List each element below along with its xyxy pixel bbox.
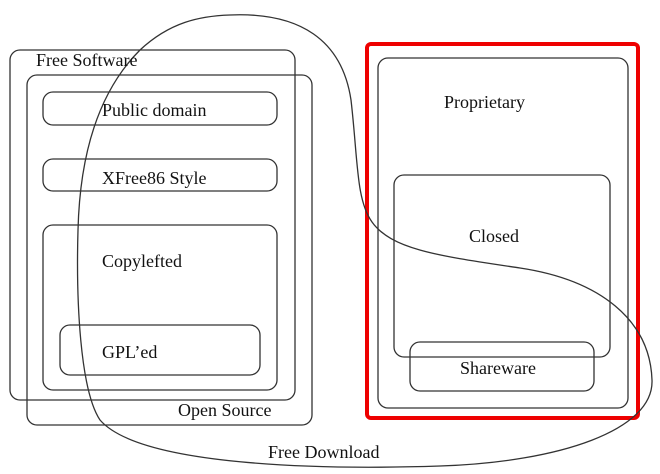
proprietary-label: Proprietary [444, 92, 525, 112]
free-download-label: Free Download [268, 442, 379, 462]
copylefted-label: Copylefted [102, 251, 182, 271]
open-source-label: Open Source [178, 400, 271, 420]
gpled-region [59, 324, 261, 376]
closed-region [393, 174, 611, 358]
shareware-region [409, 341, 595, 392]
xfree86-style-label: XFree86 Style [102, 168, 206, 188]
public-domain-label: Public domain [102, 100, 207, 120]
free-software-label: Free Software [36, 50, 137, 70]
closed-label: Closed [469, 226, 519, 246]
xfree86-style-region [42, 158, 278, 192]
proprietary-region [377, 57, 629, 409]
free-software-region [9, 49, 296, 401]
open-source-region [26, 74, 313, 426]
shareware-label: Shareware [460, 358, 536, 378]
highlight-box [365, 42, 640, 420]
public-domain-region [42, 91, 278, 126]
copylefted-region [42, 224, 278, 391]
gpled-label: GPL’ed [102, 342, 157, 362]
free-download-region [76, 14, 653, 468]
